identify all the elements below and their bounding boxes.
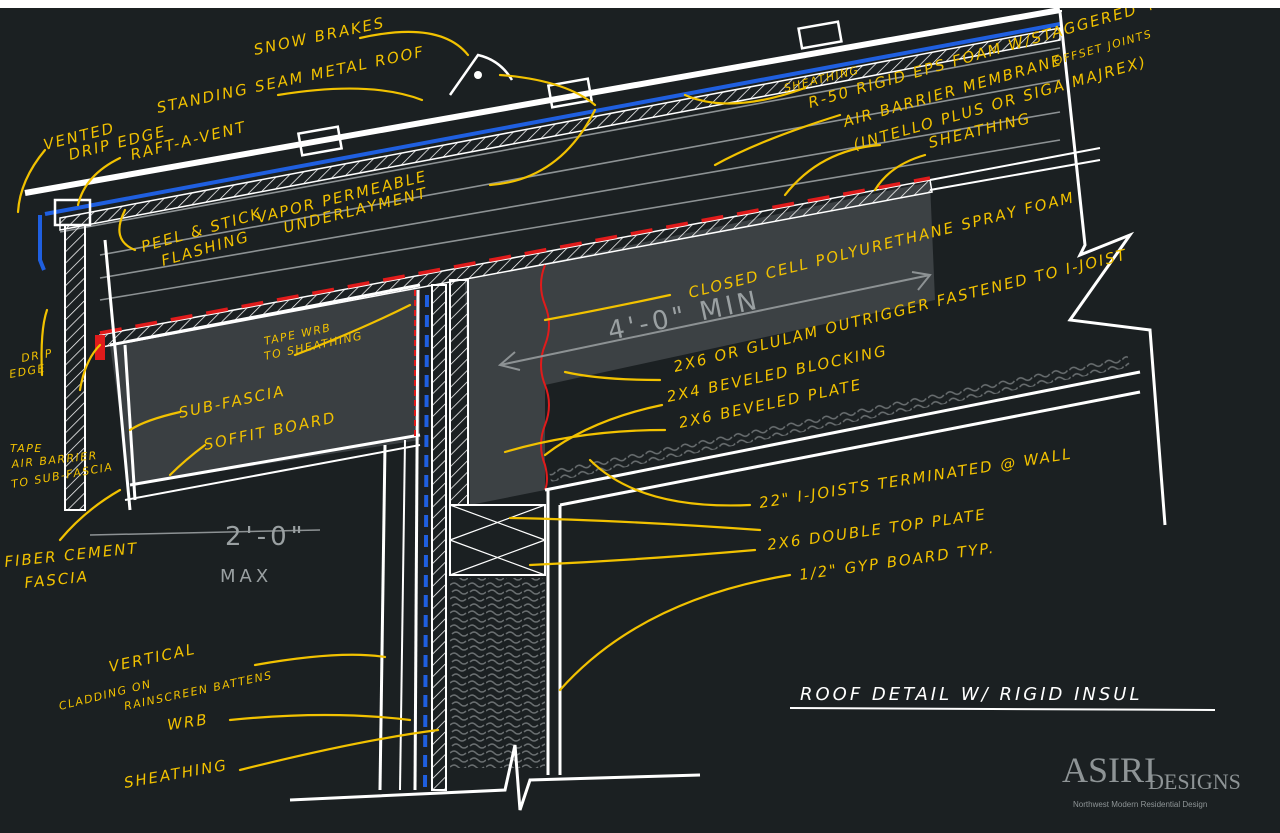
svg-text:ASIRI: ASIRI bbox=[1062, 750, 1156, 790]
vapor-permeable-underlayment-line bbox=[44, 22, 1061, 216]
roof-detail-drawing: 4'-0" MIN 2'-0" MAX SNOW BRA bbox=[4, 8, 1241, 811]
label-wrb: WRB bbox=[166, 710, 210, 734]
label-sheathing-wall: SHEATHING bbox=[123, 756, 230, 792]
wrb-line bbox=[423, 294, 429, 791]
overhang-note: MAX bbox=[220, 566, 272, 587]
drawing-title: ROOF DETAIL W/ RIGID INSUL bbox=[800, 684, 1143, 705]
label-i-joists: 22" I-JOISTS TERMINATED @ WALL bbox=[758, 445, 1074, 512]
overhang-dimension: 2'-0" bbox=[225, 522, 307, 552]
leader-arrows bbox=[16, 30, 927, 772]
air-barrier-membrane bbox=[99, 176, 931, 335]
red-tape bbox=[95, 335, 105, 360]
label-tape-air-1: TAPE bbox=[10, 442, 43, 455]
label-cladding-1: VERTICAL bbox=[107, 640, 198, 676]
title-underline bbox=[789, 707, 1216, 711]
label-fascia-2: FASCIA bbox=[24, 567, 90, 592]
asiri-designs-logo: ASIRI DESIGNS Northwest Modern Residenti… bbox=[1062, 750, 1241, 809]
svg-text:DESIGNS: DESIGNS bbox=[1148, 769, 1241, 794]
roof-assembly bbox=[24, 8, 1167, 526]
batt-insulation bbox=[450, 578, 545, 768]
label-fascia-1: FIBER CEMENT bbox=[4, 539, 140, 571]
drawing-canvas: 4'-0" MIN 2'-0" MAX SNOW BRA bbox=[0, 8, 1280, 833]
svg-text:Northwest Modern Residential D: Northwest Modern Residential Design bbox=[1073, 800, 1207, 809]
wall-assembly bbox=[289, 264, 1141, 811]
label-standing-seam: STANDING SEAM METAL ROOF bbox=[155, 42, 426, 116]
spray-foam-edge bbox=[540, 264, 550, 491]
label-drip-edge-1: DRIP bbox=[20, 347, 54, 365]
label-drip-edge-2: EDGE bbox=[8, 362, 47, 381]
vapor-permeable-underlayment bbox=[38, 215, 46, 271]
spray-foam-fill bbox=[465, 182, 935, 505]
